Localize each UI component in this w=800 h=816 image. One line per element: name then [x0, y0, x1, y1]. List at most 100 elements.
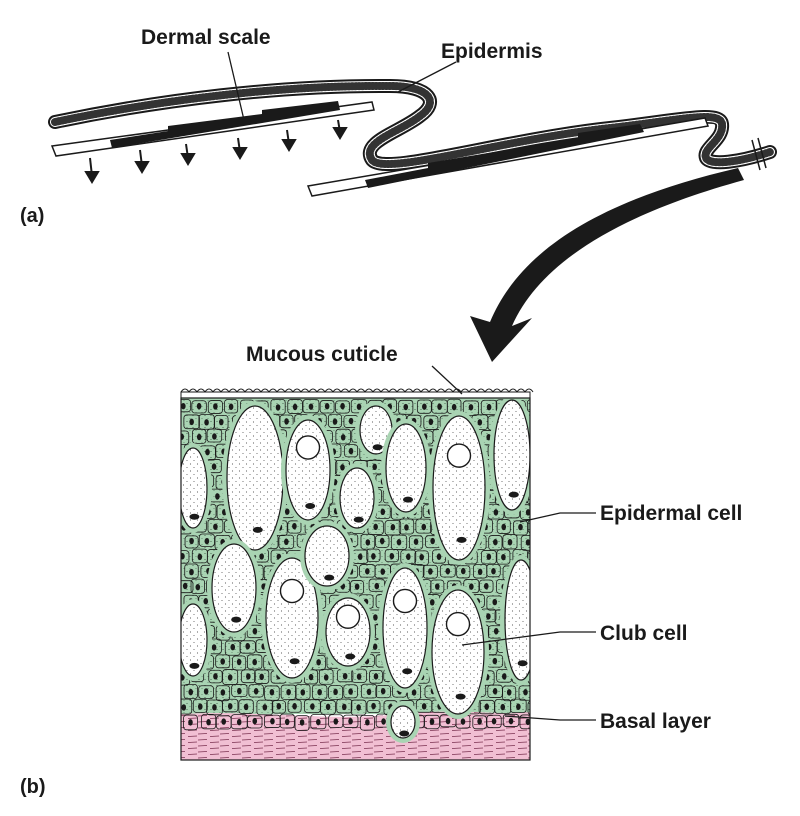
panel-a-label: (a) — [20, 205, 44, 227]
cell-nucleus — [236, 658, 242, 666]
epidermal-cell — [519, 714, 530, 730]
cell-nucleus — [365, 539, 371, 546]
cell-nucleus — [525, 718, 530, 726]
epidermal-cell — [536, 715, 552, 728]
cell-nucleus — [270, 718, 275, 725]
panel-a-skin-section: Dermal scale Epidermis (a) — [20, 26, 777, 227]
cell-nucleus — [340, 402, 345, 410]
cell-nucleus — [372, 643, 378, 650]
cell-nucleus — [252, 717, 258, 725]
epidermal-cell — [215, 654, 231, 669]
club-cell-nucleus — [305, 503, 316, 509]
epidermal-cell — [552, 415, 566, 430]
cell-nucleus — [533, 433, 538, 439]
cell-nucleus — [557, 419, 562, 425]
cell-nucleus — [189, 418, 194, 426]
cell-nucleus — [413, 538, 419, 545]
cell-nucleus — [371, 702, 376, 710]
cell-nucleus — [188, 688, 194, 696]
epidermal-cell — [502, 713, 520, 727]
cell-nucleus — [325, 703, 331, 711]
epidermal-cell — [335, 400, 351, 414]
cell-nucleus — [428, 568, 433, 575]
epidermal-cell — [208, 669, 223, 684]
club-cell-nucleus — [252, 526, 263, 533]
epidermal-cell — [207, 400, 223, 414]
cell-nucleus — [533, 704, 538, 710]
epidermal-cell — [543, 550, 558, 563]
cell-nucleus — [540, 569, 545, 575]
cell-nucleus — [516, 703, 521, 710]
cell-nucleus — [181, 553, 185, 560]
epidermal-cell — [238, 699, 254, 714]
club-cell-nucleus — [289, 658, 300, 665]
epidermal-cell — [408, 535, 424, 550]
club-cell-vacuole — [392, 588, 418, 614]
cell-nucleus — [429, 718, 435, 725]
cell-nucleus — [533, 554, 538, 560]
cell-nucleus — [429, 599, 435, 606]
epidermal-cell — [207, 518, 224, 534]
scale-growth-arrows — [84, 119, 348, 184]
cell-nucleus — [333, 688, 338, 696]
cell-nucleus — [286, 688, 291, 696]
epidermal-cell — [553, 445, 568, 458]
cell-nucleus — [533, 674, 538, 680]
epidermal-cell — [416, 399, 432, 414]
cell-nucleus — [181, 704, 187, 711]
epidermal-cell — [439, 564, 456, 578]
cell-nucleus — [403, 403, 409, 411]
epidermal-cell — [422, 564, 438, 579]
cell-nucleus — [486, 613, 491, 620]
epidermal-cell — [206, 428, 223, 443]
cell-nucleus — [558, 448, 563, 454]
epidermal-cell — [279, 713, 295, 729]
epidermal-cell — [360, 683, 378, 699]
epidermal-cell — [520, 535, 530, 551]
cell-nucleus — [203, 598, 209, 605]
cell-nucleus — [525, 509, 530, 516]
cell-nucleus — [230, 643, 236, 651]
epidermal-cell — [526, 399, 530, 413]
cell-nucleus — [477, 568, 483, 576]
cell-nucleus — [308, 673, 314, 681]
cell-nucleus — [541, 508, 546, 514]
cell-nucleus — [212, 704, 217, 711]
epidermal-cell — [294, 715, 310, 731]
epidermal-cell — [553, 625, 567, 637]
epidermal-cell — [190, 578, 205, 594]
epidermal-cell — [232, 655, 247, 671]
cell-nucleus — [501, 553, 506, 561]
cell-nucleus — [236, 718, 242, 726]
cell-nucleus — [491, 568, 496, 575]
cell-nucleus — [316, 718, 321, 726]
epidermal-cell — [198, 685, 214, 699]
cell-nucleus — [549, 674, 554, 680]
epidermal-cell — [527, 519, 530, 534]
epidermis-leader — [397, 61, 457, 93]
cell-nucleus — [557, 689, 562, 695]
cell-nucleus — [492, 598, 498, 606]
cell-nucleus — [460, 567, 466, 575]
cell-nucleus — [373, 673, 379, 680]
cell-nucleus — [381, 718, 386, 725]
cell-nucleus — [215, 493, 220, 500]
cell-nucleus — [182, 582, 188, 590]
epidermal-cell — [398, 518, 415, 535]
club-cell-nucleus — [399, 730, 410, 737]
epidermal-cell — [231, 684, 248, 698]
cell-nucleus — [220, 689, 226, 696]
epidermal-cell — [430, 579, 445, 594]
cell-nucleus — [492, 657, 498, 665]
epidermal-cell — [553, 714, 566, 729]
epidermal-cell — [368, 578, 385, 592]
cell-nucleus — [541, 448, 546, 454]
cell-nucleus — [243, 703, 249, 711]
cell-nucleus — [195, 583, 201, 591]
cell-nucleus — [389, 552, 395, 560]
cell-nucleus — [246, 673, 251, 680]
cell-nucleus — [357, 553, 363, 560]
cell-nucleus — [507, 538, 513, 546]
club-cell-nucleus — [508, 491, 519, 498]
epidermal-cell — [543, 460, 558, 474]
